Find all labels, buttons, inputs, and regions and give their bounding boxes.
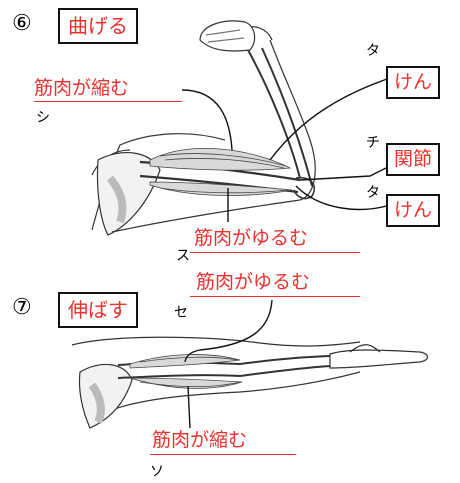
bent-arm-muscles	[150, 148, 292, 195]
label-relax-6-underline	[190, 252, 360, 253]
section-6-action-box: 曲げる	[58, 8, 138, 44]
label-contract-6: 筋肉が縮む	[34, 79, 129, 98]
straight-arm-illustration	[72, 337, 428, 428]
blank-su: ス	[176, 249, 190, 263]
blank-ta-bottom: タ	[366, 186, 380, 200]
label-relax-6: 筋肉がゆるむ	[194, 229, 308, 248]
tendon-top-box: けん	[386, 66, 440, 99]
blank-chi: チ	[366, 136, 380, 150]
blank-so: ソ	[150, 465, 164, 479]
label-contract-7: 筋肉が縮む	[152, 431, 247, 450]
blank-ta-top: タ	[366, 44, 380, 58]
joint-box: 関節	[386, 143, 440, 176]
bent-arm-illustration	[92, 21, 315, 235]
label-relax-7: 筋肉がゆるむ	[196, 273, 310, 292]
section-7-action-box: 伸ばす	[58, 292, 138, 328]
section-6-number: ⑥	[12, 13, 32, 35]
blank-shi: シ	[36, 111, 50, 125]
section-7-number: ⑦	[12, 297, 32, 319]
tendon-bottom-box: けん	[386, 194, 440, 227]
label-contract-6-underline	[34, 101, 182, 102]
blank-se: セ	[174, 306, 188, 320]
label-relax-7-underline	[190, 296, 360, 297]
label-contract-7-underline	[150, 454, 296, 455]
